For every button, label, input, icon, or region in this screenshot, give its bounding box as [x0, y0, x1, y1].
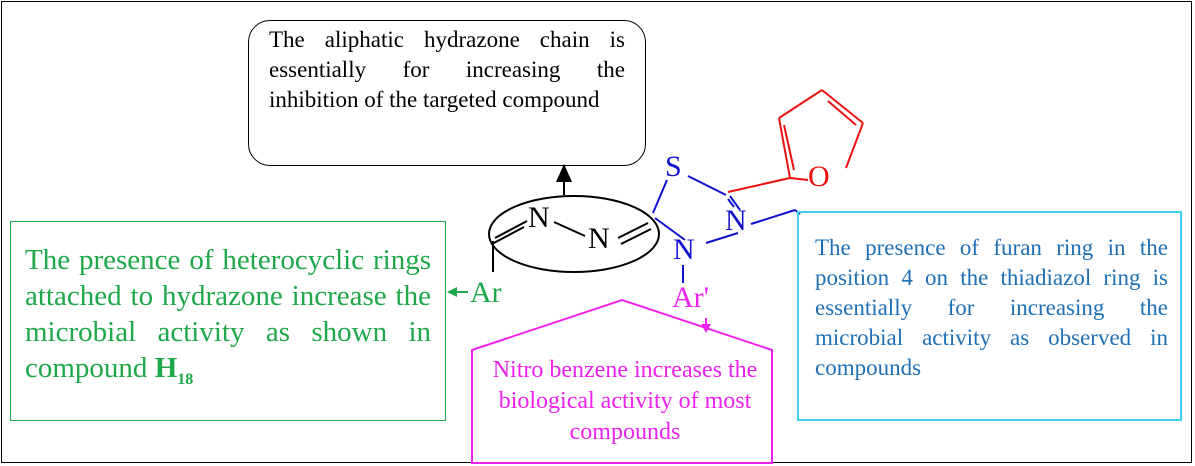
annotation-text-furan-ring: The presence of furan ring in the positi…	[815, 235, 1168, 380]
atom-n-hydrazone-2: N	[588, 222, 610, 255]
annotation-box-hydrazone-chain: The aliphatic hydrazone chain is essenti…	[248, 20, 646, 166]
atom-ar-prime: Ar'	[672, 281, 710, 314]
atom-o-furan: O	[808, 160, 830, 193]
atom-s: S	[665, 150, 682, 183]
furan-ring	[727, 89, 864, 193]
atom-n-hydrazone-1: N	[528, 201, 550, 234]
hydrazone-bonds	[491, 220, 652, 272]
annotation-box-heterocyclic-rings: The presence of heterocyclic rings attac…	[10, 221, 446, 421]
nitrobenzene-pentagon	[471, 298, 773, 464]
atom-n-ring-bottom: N	[673, 233, 695, 266]
annotation-box-furan-ring: The presence of furan ring in the positi…	[797, 211, 1182, 421]
atom-ar: Ar	[470, 276, 502, 309]
atom-n-ring-right: N	[725, 204, 747, 237]
ar-arrow	[447, 287, 468, 297]
ar-prime-arrow	[701, 318, 711, 333]
thiadiazole-ring	[652, 175, 801, 283]
annotation-text-nitrobenzene: Nitro benzene increases the biological a…	[492, 357, 758, 445]
annotation-text-heterocyclic-rings: The presence of heterocyclic rings attac…	[25, 244, 431, 384]
compound-label: H18	[154, 352, 194, 388]
hydrazone-ellipse	[488, 195, 660, 273]
annotation-text-hydrazone-chain: The aliphatic hydrazone chain is essenti…	[269, 27, 625, 112]
